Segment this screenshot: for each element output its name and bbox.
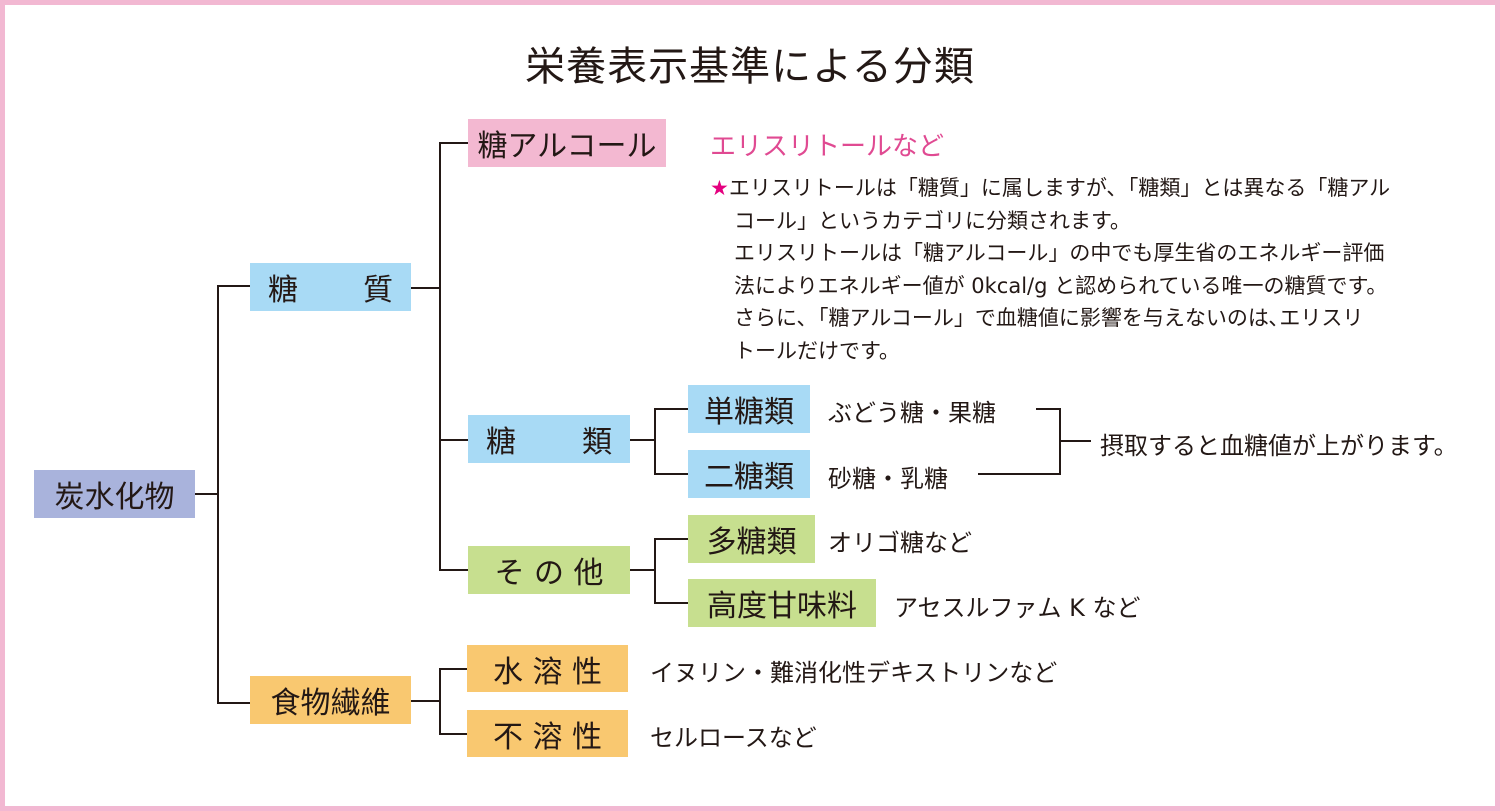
disaccharide-example: 砂糖・乳糖 (828, 465, 948, 493)
node-water-soluble-label: 水 溶 性 (492, 654, 603, 690)
insoluble-example: セルロースなど (650, 724, 817, 752)
connector-to-saccharide (217, 285, 250, 287)
node-saccharide: 糖 質 (250, 263, 411, 311)
node-high-intensity-sweetener-label: 高度甘味料 (707, 589, 857, 624)
connector-to-monosaccharide (654, 408, 688, 410)
connector-mono-example-out (1036, 408, 1061, 410)
node-polysaccharide-label: 多糖類 (706, 525, 797, 560)
sugar-alcohol-example: エリスリトールなど (710, 132, 945, 162)
node-disaccharide: 二糖類 (688, 450, 810, 498)
note-line-3: エリスリトールは「糖アルコール」の中でも厚生省のエネルギー評価 (734, 241, 1385, 265)
connector-to-sugar-alcohol (439, 142, 468, 144)
high-intensity-sweetener-example: アセスルファム K など (894, 594, 1141, 622)
node-insoluble-label: 不 溶 性 (492, 719, 603, 755)
connector-others-out (630, 569, 655, 571)
node-dietary-fiber: 食物繊維 (250, 676, 411, 724)
connector-di-example-out (978, 473, 1061, 475)
sugars-summary: 摂取すると血糖値が上がります。 (1100, 432, 1458, 460)
connector-to-soluble (439, 668, 467, 670)
connector-root (195, 493, 219, 495)
connector-to-sugars (439, 439, 468, 441)
node-saccharide-label-left: 糖 (268, 273, 298, 308)
connector-root-trunk (217, 285, 219, 704)
note-line-6: トールだけです。 (734, 338, 900, 363)
note-line-1: ★エリスリトールは「糖質」に属しますが､「糖類」とは異なる「糖アル (710, 176, 1391, 200)
connector-fiber-trunk (439, 668, 441, 735)
node-others: そ の 他 (468, 546, 630, 594)
connector-to-sweetener (654, 602, 688, 604)
connector-to-others (439, 569, 468, 571)
note-line-2: コール」というカテゴリに分類されます。 (734, 208, 1131, 233)
node-high-intensity-sweetener: 高度甘味料 (688, 579, 876, 627)
connector-saccharide-trunk (439, 142, 441, 571)
node-sugar-alcohol-label: 糖アルコール (477, 129, 657, 164)
node-polysaccharide: 多糖類 (688, 515, 815, 563)
connector-fiber-out (411, 700, 441, 702)
node-sugars-label-right: 類 (582, 425, 612, 460)
star-icon: ★ (710, 176, 729, 200)
connector-saccharide-out (411, 287, 441, 289)
connector-to-polysaccharide (654, 538, 688, 540)
node-carbohydrate-label: 炭水化物 (54, 480, 175, 515)
note-line-5: さらに､「糖アルコール」で血糖値に影響を与えないのは､エリスリ (734, 306, 1364, 330)
polysaccharide-example: オリゴ糖など (828, 529, 972, 557)
connector-to-disaccharide (654, 473, 688, 475)
diagram-title: 栄養表示基準による分類 (525, 44, 975, 90)
node-water-soluble: 水 溶 性 (467, 645, 628, 692)
connector-sugars-out (630, 439, 655, 441)
node-saccharide-label-right: 質 (363, 273, 393, 308)
water-soluble-example: イヌリン・難消化性デキストリンなど (650, 659, 1058, 687)
connector-to-fiber (217, 702, 250, 704)
node-sugars-label-left: 糖 (486, 425, 516, 460)
node-dietary-fiber-label: 食物繊維 (270, 686, 391, 721)
note-line-4: 法によりエネルギー値が 0kcal/g と認められている唯一の糖質です。 (734, 273, 1388, 298)
node-disaccharide-label: 二糖類 (704, 460, 794, 495)
node-sugar-alcohol: 糖アルコール (468, 119, 666, 167)
node-sugars: 糖 類 (468, 415, 630, 463)
node-monosaccharide-label: 単糖類 (704, 395, 794, 430)
connector-others-trunk (654, 538, 656, 604)
connector-to-insoluble (439, 733, 467, 735)
node-others-label: そ の 他 (494, 556, 604, 591)
monosaccharide-example: ぶどう糖・果糖 (828, 399, 996, 427)
node-insoluble: 不 溶 性 (467, 710, 628, 757)
node-carbohydrate: 炭水化物 (34, 470, 195, 518)
sugar-alcohol-note: ★エリスリトールは「糖質」に属しますが､「糖類」とは異なる「糖アル コール」とい… (710, 172, 1490, 367)
node-monosaccharide: 単糖類 (688, 385, 810, 433)
connector-sugars-trunk (654, 408, 656, 474)
connector-to-summary (1059, 440, 1091, 442)
